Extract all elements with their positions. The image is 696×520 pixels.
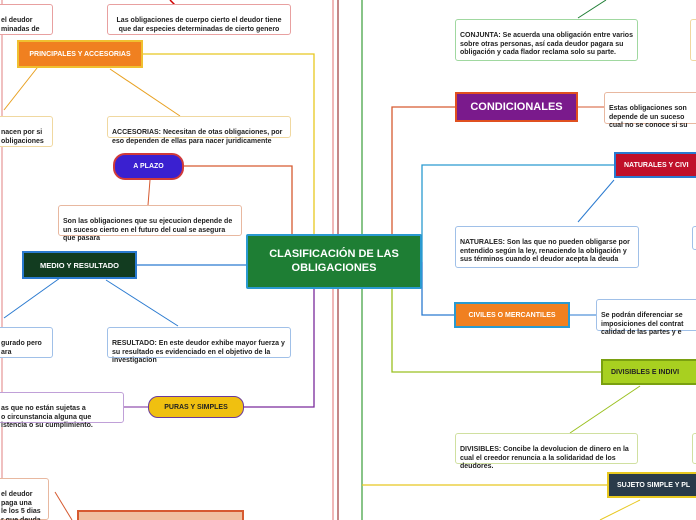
- note-resultado-text: RESULTADO: En este deudor exhibe mayor f…: [112, 339, 285, 365]
- note-plazo-desc-text: Son las obligaciones que su ejecucion de…: [63, 217, 233, 243]
- branch-sujeto-simple[interactable]: SUJETO SIMPLE Y PL: [607, 472, 696, 498]
- note-condicionales-desc[interactable]: Estas obligaciones son depende de un suc…: [604, 92, 696, 129]
- note-divisibles-text: DIVISIBLES: Concibe la devolucion de din…: [460, 445, 629, 471]
- branch-naturales-civiles[interactable]: NATURALES Y CIVI: [614, 152, 696, 178]
- branch-condicionales-label: CONDICIONALES: [470, 101, 563, 113]
- branch-condicionales[interactable]: CONDICIONALES: [455, 92, 578, 122]
- note-plazo-desc[interactable]: Son las obligaciones que su ejecucion de…: [58, 205, 242, 242]
- note-conjunta-text: CONJUNTA: Se acuerda una obligación entr…: [460, 31, 633, 57]
- branch-a-plazo[interactable]: A PLAZO: [113, 153, 184, 180]
- note-divisibles[interactable]: DIVISIBLES: Concibe la devolucion de din…: [455, 433, 638, 470]
- branch-a-plazo-label: A PLAZO: [133, 163, 164, 170]
- branch-principales-accesorias[interactable]: PRINCIPALES Y ACCESORIAS: [17, 40, 143, 68]
- branch-divisibles-label: DIVISIBLES E INDIVI: [611, 368, 680, 376]
- note-bottom-left[interactable]: el deudor paga una le los 5 dias r que d…: [0, 478, 49, 520]
- branch-civiles-mercantiles[interactable]: CIVILES O MERCANTILES: [454, 302, 570, 328]
- bottom-left-branch-box[interactable]: [77, 510, 244, 520]
- branch-principales-label: PRINCIPALES Y ACCESORIAS: [29, 50, 131, 58]
- branch-puras-simples-label: PURAS Y SIMPLES: [164, 403, 228, 411]
- note-top-left[interactable]: el deudor minadas de: [0, 4, 53, 35]
- branch-civiles-mercantiles-label: CIVILES O MERCANTILES: [468, 311, 556, 319]
- note-medio-left-text: gurado pero ara: [1, 339, 42, 356]
- branch-divisibles[interactable]: DIVISIBLES E INDIVI: [601, 359, 696, 385]
- note-top-right-partial[interactable]: [690, 19, 696, 61]
- note-puras-left[interactable]: as que no están sujetas a o circunstanci…: [0, 392, 124, 429]
- branch-naturales-civiles-label: NATURALES Y CIVI: [624, 161, 689, 169]
- note-conjunta[interactable]: CONJUNTA: Se acuerda una obligación entr…: [455, 19, 638, 61]
- note-medio-left[interactable]: gurado pero ara: [0, 327, 53, 358]
- branch-sujeto-simple-label: SUJETO SIMPLE Y PL: [617, 481, 691, 489]
- note-top-left-text: el deudor minadas de: [1, 16, 40, 33]
- note-nacen[interactable]: nacen por si obligaciones: [0, 116, 53, 147]
- note-naturales[interactable]: NATURALES: Son las que no pueden obligar…: [455, 226, 639, 268]
- note-cuerpo-cierto[interactable]: Las obligaciones de cuerpo cierto el deu…: [107, 4, 291, 35]
- note-bottom-left-text: el deudor paga una le los 5 dias r que d…: [1, 490, 41, 520]
- note-condicionales-desc-text: Estas obligaciones son depende de un suc…: [609, 104, 688, 130]
- note-mercantiles-desc-text: Se podrán diferenciar se imposiciones de…: [601, 311, 684, 337]
- note-resultado[interactable]: RESULTADO: En este deudor exhibe mayor f…: [107, 327, 291, 364]
- note-civiles-partial[interactable]: [692, 226, 696, 250]
- note-indivisibles-partial[interactable]: [692, 433, 696, 464]
- central-node[interactable]: CLASIFICACIÓN DE LAS OBLIGACIONES: [246, 234, 422, 289]
- note-accesorias[interactable]: ACCESORIAS: Necesitan de otas obligacion…: [107, 116, 291, 145]
- note-naturales-text: NATURALES: Son las que no pueden obligar…: [460, 238, 630, 264]
- branch-medio-resultado-label: MEDIO Y RESULTADO: [39, 260, 120, 270]
- note-cuerpo-cierto-text: Las obligaciones de cuerpo cierto el deu…: [116, 16, 282, 33]
- note-accesorias-text: ACCESORIAS: Necesitan de otas obligacion…: [112, 128, 283, 145]
- branch-medio-resultado[interactable]: MEDIO Y RESULTADO: [22, 251, 137, 279]
- central-node-label: CLASIFICACIÓN DE LAS OBLIGACIONES: [269, 247, 399, 274]
- note-mercantiles-desc[interactable]: Se podrán diferenciar se imposiciones de…: [596, 299, 696, 336]
- note-puras-left-text: as que no están sujetas a o circunstanci…: [1, 404, 93, 430]
- branch-puras-simples[interactable]: PURAS Y SIMPLES: [148, 396, 244, 418]
- note-nacen-text: nacen por si obligaciones: [1, 128, 44, 145]
